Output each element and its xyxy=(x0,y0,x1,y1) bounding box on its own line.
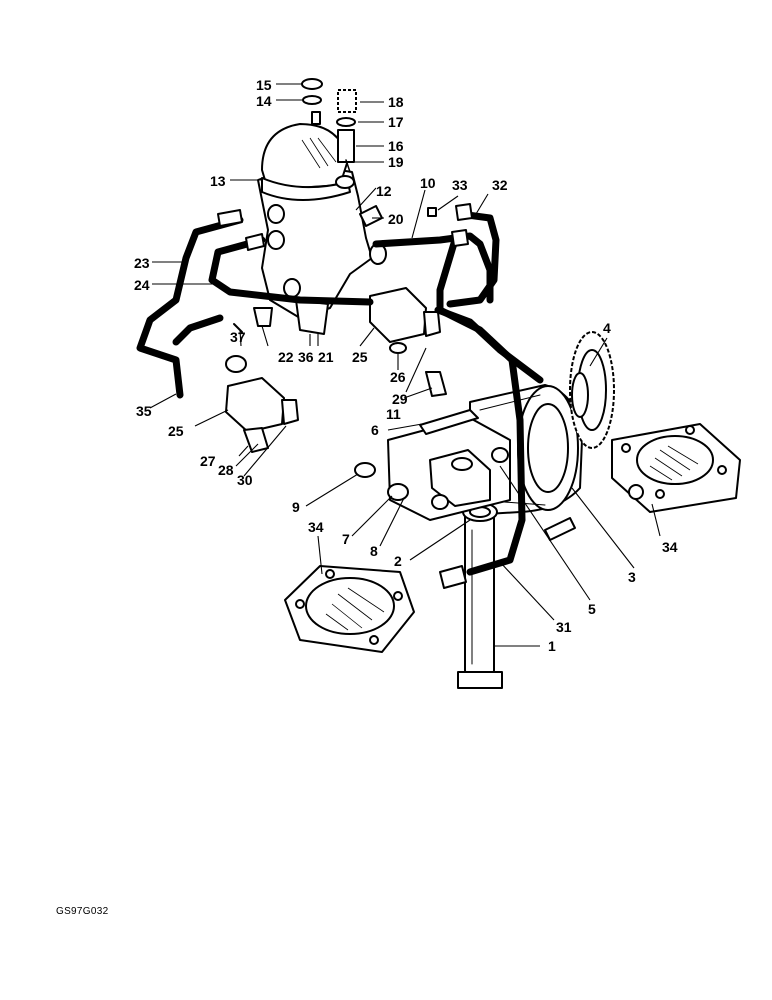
callout-10: 10 xyxy=(420,175,436,191)
mounting-flange-right xyxy=(611,423,741,513)
mounting-flange-left xyxy=(284,565,415,653)
callout-7: 7 xyxy=(342,531,350,547)
pipe-fittings xyxy=(217,203,473,589)
callout-4: 4 xyxy=(603,320,611,336)
callout-21: 21 xyxy=(318,349,334,365)
callout-13: 13 xyxy=(210,173,226,189)
leader-lines xyxy=(149,83,661,647)
callout-17: 17 xyxy=(388,114,404,130)
callout-37: 37 xyxy=(230,329,246,345)
callout-29: 29 xyxy=(392,391,408,407)
callout-30: 30 xyxy=(237,472,253,488)
callout-20: 20 xyxy=(388,211,404,227)
callout-12: 12 xyxy=(376,183,392,199)
callout-18: 18 xyxy=(388,94,404,110)
callout-14: 14 xyxy=(256,93,272,109)
callout-31: 31 xyxy=(556,619,572,635)
suction-tube xyxy=(457,502,503,689)
valve-plate-assembly xyxy=(354,409,576,541)
callout-2: 2 xyxy=(394,553,402,569)
callout-25-left: 25 xyxy=(168,423,184,439)
callout-35: 35 xyxy=(136,403,152,419)
pipe-lines xyxy=(136,210,544,576)
callout-33: 33 xyxy=(452,177,468,193)
callout-26: 26 xyxy=(390,369,406,385)
callout-32: 32 xyxy=(492,177,508,193)
callout-23: 23 xyxy=(134,255,150,271)
callout-28: 28 xyxy=(218,462,234,478)
callout-27: 27 xyxy=(200,453,216,469)
callout-9: 9 xyxy=(292,499,300,515)
callout-34-left: 34 xyxy=(308,519,324,535)
drive-gear xyxy=(569,331,615,449)
callout-34-right: 34 xyxy=(662,539,678,555)
callout-5: 5 xyxy=(588,601,596,617)
callout-labels: 1 2 3 4 5 6 7 8 9 10 11 12 13 14 15 16 1… xyxy=(134,77,678,654)
solenoid-right xyxy=(369,287,447,397)
callout-3: 3 xyxy=(628,569,636,585)
figure-code: GS97G032 xyxy=(56,906,109,917)
callout-36: 36 xyxy=(298,349,314,365)
callout-11: 11 xyxy=(386,406,401,422)
callout-25-right: 25 xyxy=(352,349,368,365)
solenoid-left xyxy=(225,355,299,453)
callout-16: 16 xyxy=(388,138,404,154)
callout-1: 1 xyxy=(548,638,556,654)
callout-19: 19 xyxy=(388,154,404,170)
callout-22: 22 xyxy=(278,349,294,365)
callout-8: 8 xyxy=(370,543,378,559)
callout-24: 24 xyxy=(134,277,150,293)
callout-15: 15 xyxy=(256,77,272,93)
callout-6: 6 xyxy=(371,422,379,438)
control-valve-body xyxy=(253,111,387,335)
